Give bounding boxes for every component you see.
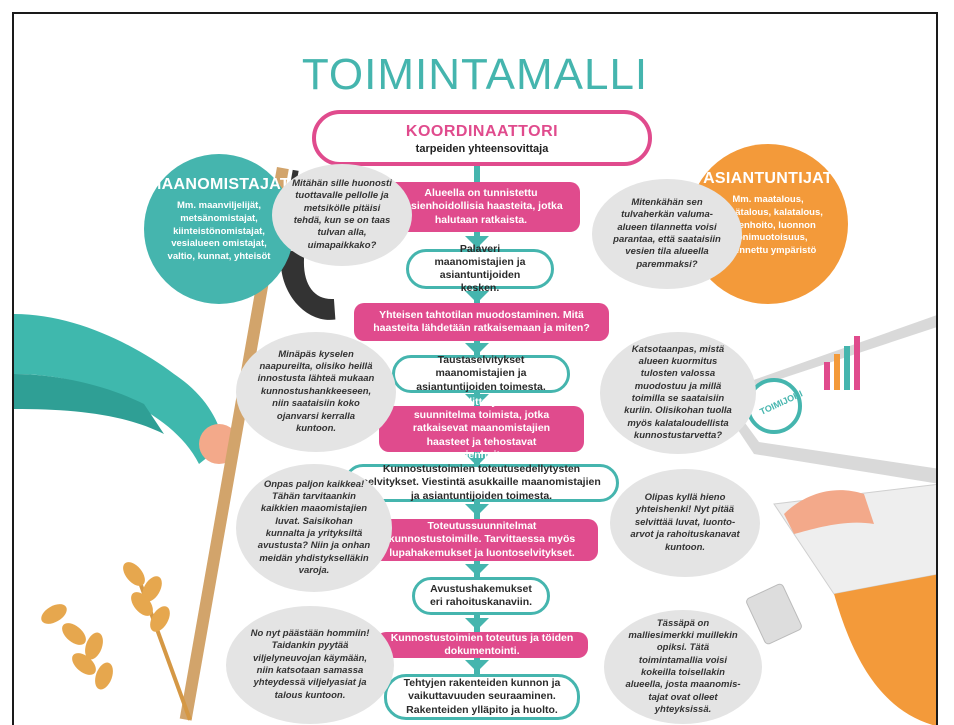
landowners-title: MAANOMISTAJAT bbox=[148, 176, 290, 193]
thought-bubble-left-4: No nyt päästään hommiin! Taidankin pyytä… bbox=[226, 606, 394, 724]
thought-bubble-right-2: Katsotaanpas, mistä alueen kuormitus tul… bbox=[600, 332, 756, 454]
thought-bubble-right-4: Tässäpä on malliesimerkki muillekin opik… bbox=[604, 610, 762, 724]
thought-bubble-left-1: Mitähän sille huonosti tuottavalle pello… bbox=[272, 164, 412, 266]
illustration-layer: TOIMIJOKI bbox=[14, 164, 936, 725]
flow-step-3: Yhteisen tahtotilan muodostaminen. Mitä … bbox=[354, 303, 609, 341]
computer-monitor bbox=[714, 315, 936, 484]
flow-step-10: Tehtyjen rakenteiden kunnon ja vaikuttav… bbox=[384, 674, 580, 720]
coordinator-title: KOORDINAATTORI bbox=[405, 123, 559, 140]
landowners-body: Mm. maanviljelijät, metsänomistajat, kii… bbox=[167, 200, 271, 263]
thought-bubble-left-2: Minäpäs kyselen naapureilta, olisiko hei… bbox=[236, 332, 396, 452]
experts-title: ASIANTUNTIJAT bbox=[703, 170, 833, 187]
flow-step-2: Palaveri maanomistajien ja asiantuntijoi… bbox=[406, 243, 554, 294]
thought-bubble-left-3: Onpas paljon kaikkea! Tähän tarvitaankin… bbox=[236, 464, 392, 592]
coordinator-subtitle: tarpeiden yhteensovittaja bbox=[415, 143, 549, 155]
flow-step-5: Yhdessä laadittu yleistasoinen suunnitel… bbox=[379, 396, 584, 461]
infographic-frame: TOIMIJOKI TOIMINTAMALLI KOORDINAATTORI t… bbox=[12, 12, 938, 725]
wheat-illustration bbox=[41, 562, 192, 721]
page-title: TOIMINTAMALLI bbox=[301, 50, 649, 99]
flow-step-4: Taustaselvitykset maanomistajien ja asia… bbox=[392, 354, 570, 393]
flow-step-8: Avustushakemukset eri rahoituskanaviin. bbox=[412, 577, 550, 615]
flow-step-9: Kunnostustoimien toteutus ja töiden doku… bbox=[376, 632, 588, 658]
flow-step-6: Kunnostustoimien toteutusedellytysten se… bbox=[344, 463, 619, 502]
thought-bubble-right-3: Olipas kyllä hieno yhteishenki! Nyt pitä… bbox=[610, 469, 760, 577]
keyboard-and-hand bbox=[746, 483, 936, 725]
experts-body: Mm. maatalous, metsätalous, kalatalous, … bbox=[713, 194, 823, 257]
flow-step-1: Alueella on tunnistettu vesienhoidollisi… bbox=[382, 182, 580, 232]
thought-bubble-right-1: Mitenkähän sen tulvaherkän valuma-alueen… bbox=[592, 179, 742, 289]
phone-icon bbox=[746, 583, 802, 645]
coordinator-box: KOORDINAATTORI tarpeiden yhteensovittaja bbox=[312, 110, 652, 166]
flow-step-7: Toteutussuunnitelmat kunnostustoimille. … bbox=[366, 519, 598, 561]
landowners-circle: MAANOMISTAJAT Mm. maanviljelijät, metsän… bbox=[144, 154, 294, 304]
